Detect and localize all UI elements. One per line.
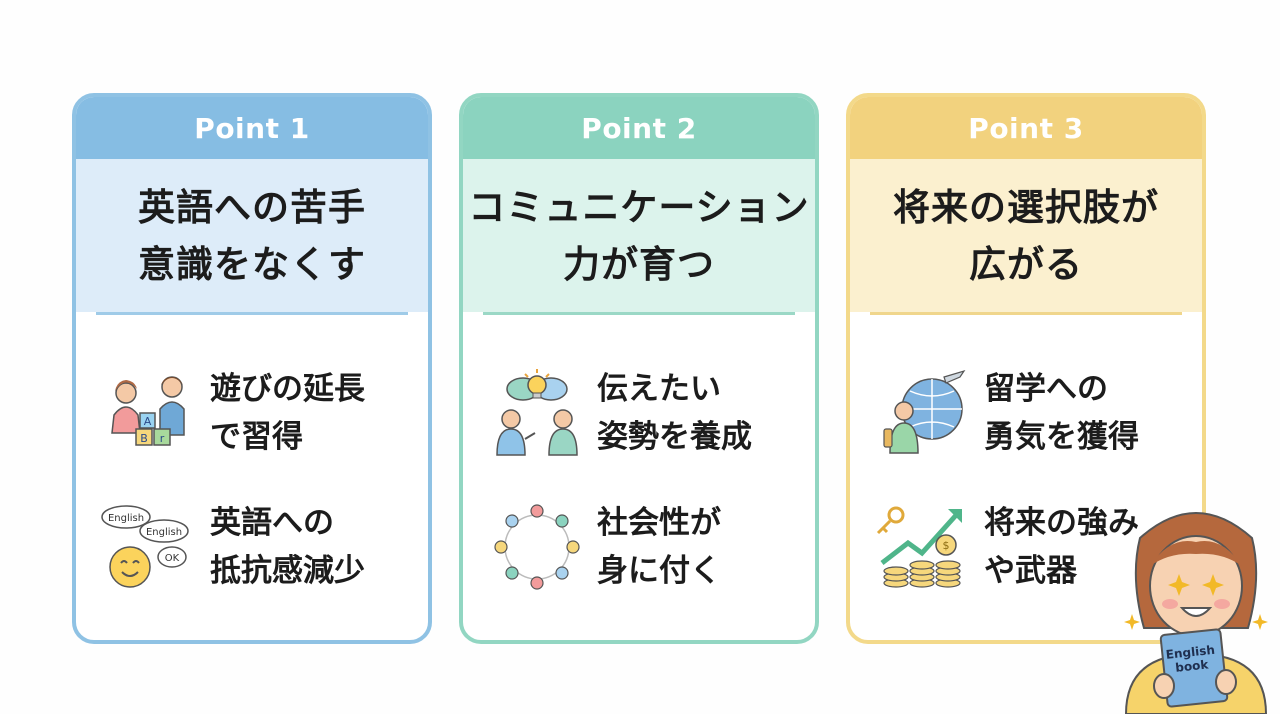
svg-text:English: English — [108, 513, 144, 524]
benefit-item: 留学への 勇気を獲得 — [850, 355, 1202, 475]
point-title: 英語への苦手 意識をなくす — [76, 159, 428, 312]
girl-with-book-icon: English book — [1124, 512, 1268, 714]
svg-text:OK: OK — [165, 553, 180, 564]
svg-text:B: B — [140, 432, 148, 445]
svg-text:$: $ — [943, 539, 950, 552]
people-circle-icon — [494, 504, 580, 590]
benefit-item: 社会性が 身に付く — [463, 489, 815, 609]
point-card-2: Point 2 コミュニケーション 力が育つ 伝えたい 姿勢を養成 — [459, 93, 819, 644]
svg-text:English: English — [146, 527, 182, 538]
benefit-item: $ 将来の強み や武器 — [850, 489, 1202, 609]
smiley-speech-bubbles-icon: English English OK — [101, 505, 189, 588]
divider — [96, 312, 408, 315]
point-card-3: Point 3 将来の選択肢が 広がる 留学への 勇気を獲得 $ — [846, 93, 1206, 644]
kids-playing-blocks-icon: A B r — [111, 376, 185, 446]
benefit-item: A B r 遊びの延長 で習得 — [76, 355, 428, 475]
svg-text:A: A — [144, 415, 152, 428]
point-title: 将来の選択肢が 広がる — [850, 159, 1202, 312]
point-header: Point 1 — [76, 97, 428, 159]
point-header: Point 3 — [850, 97, 1202, 159]
key-coins-growth-icon: $ — [876, 506, 962, 588]
benefit-item: 伝えたい 姿勢を養成 — [463, 355, 815, 475]
globe-airplane-icon — [883, 369, 966, 454]
divider — [483, 312, 795, 315]
point-title: コミュニケーション 力が育つ — [463, 159, 815, 312]
point-header: Point 2 — [463, 97, 815, 159]
divider — [870, 312, 1182, 315]
benefit-item: English English OK 英語への 抵抗感減少 — [76, 489, 428, 609]
people-idea-icon — [496, 369, 578, 456]
point-card-1: Point 1 英語への苦手 意識をなくす A B r 遊びの延長 で習得 En… — [72, 93, 432, 644]
svg-text:book: book — [1175, 657, 1210, 674]
svg-text:English: English — [1165, 643, 1215, 662]
svg-text:r: r — [160, 432, 165, 445]
